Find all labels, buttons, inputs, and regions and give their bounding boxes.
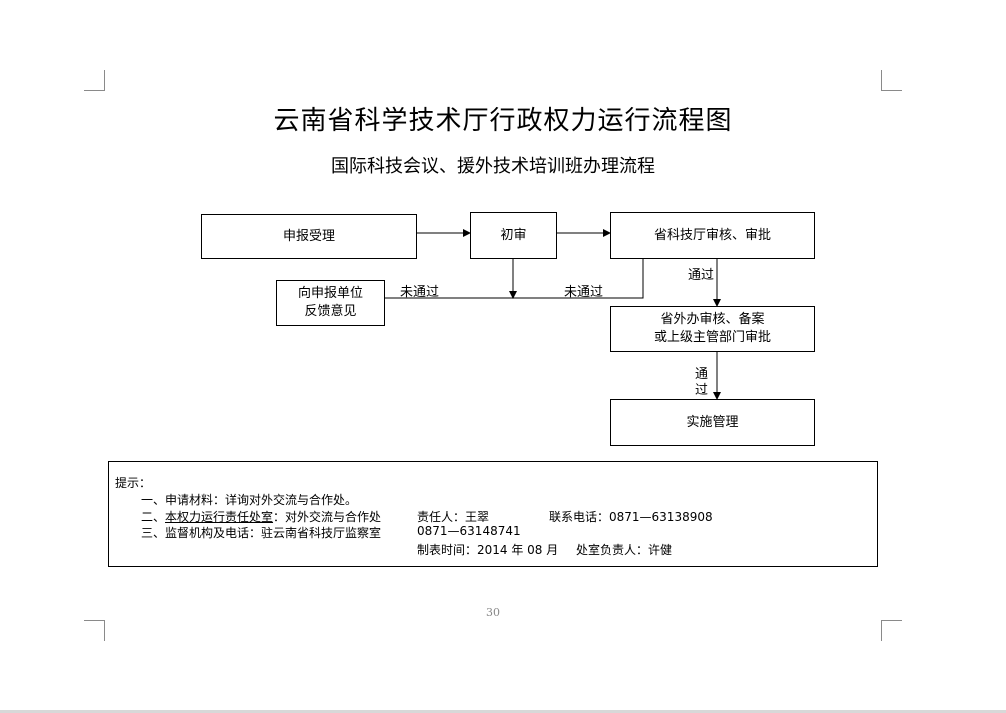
box-feedback-line1: 向申报单位 (297, 286, 363, 301)
box-fao-line2: 或上级主管部门审批 (653, 330, 771, 345)
notes-item3: 三、监督机构及电话：驻云南省科技厅监察室 (141, 526, 382, 540)
label-not-passed-1: 未通过 (400, 285, 440, 300)
label-not-passed-2: 未通过 (564, 285, 604, 300)
box-dept-review-label: 省科技厅审核、审批 (653, 227, 771, 243)
notes-heading: 提示： (115, 476, 152, 490)
box-feedback: 向申报单位 反馈意见 (276, 280, 385, 326)
page-subtitle: 国际科技会议、援外技术培训班办理流程 (331, 156, 655, 177)
page-number: 30 (486, 606, 500, 619)
bottom-divider (0, 710, 1006, 713)
line-dept-review-reject (373, 259, 644, 302)
crop-mark-top-right (881, 70, 902, 91)
box-fao-line1: 省外办审核、备案 (660, 312, 765, 327)
notes-item2-underlined: 本权力运行责任处室 (165, 510, 274, 524)
notes-item1: 一、申请材料：详询对外交流与合作处。 (141, 493, 358, 507)
notes-item2-rest: ：对外交流与合作处 (273, 510, 382, 524)
notes-item2-prefix: 二、 (141, 510, 166, 524)
label-passed-2b: 过 (695, 383, 709, 398)
box-implement: 实施管理 (610, 399, 815, 446)
box-first-review-label: 初审 (500, 227, 527, 243)
box-implement-label: 实施管理 (686, 414, 739, 430)
notes-contact: 联系电话：0871—63138908 (549, 510, 713, 524)
notes-office-head: 处室负责人：许健 (576, 543, 673, 557)
box-feedback-line2: 反馈意见 (304, 304, 357, 319)
label-passed-2a: 通 (695, 367, 709, 382)
crop-mark-top-left (84, 70, 105, 91)
notes-item2: 二、本权力运行责任处室：对外交流与合作处 (141, 508, 381, 525)
box-first-review: 初审 (470, 212, 557, 259)
crop-mark-bottom-right (881, 620, 902, 641)
box-fao-review: 省外办审核、备案 或上级主管部门审批 (610, 306, 815, 352)
notes-made-time: 制表时间：2014 年 08 月 (417, 543, 559, 557)
crop-mark-bottom-left (84, 620, 105, 641)
label-passed-1: 通过 (688, 268, 715, 283)
notes-box: 提示： 一、申请材料：详询对外交流与合作处。 二、本权力运行责任处室：对外交流与… (108, 461, 878, 567)
notes-item3-phone: 0871—63148741 (417, 524, 521, 538)
box-apply-label: 申报受理 (282, 228, 335, 244)
box-dept-review: 省科技厅审核、审批 (610, 212, 815, 259)
box-apply: 申报受理 (201, 214, 417, 259)
notes-responsible: 责任人：王翠 (417, 510, 490, 524)
page-title: 云南省科学技术厅行政权力运行流程图 (273, 106, 733, 136)
